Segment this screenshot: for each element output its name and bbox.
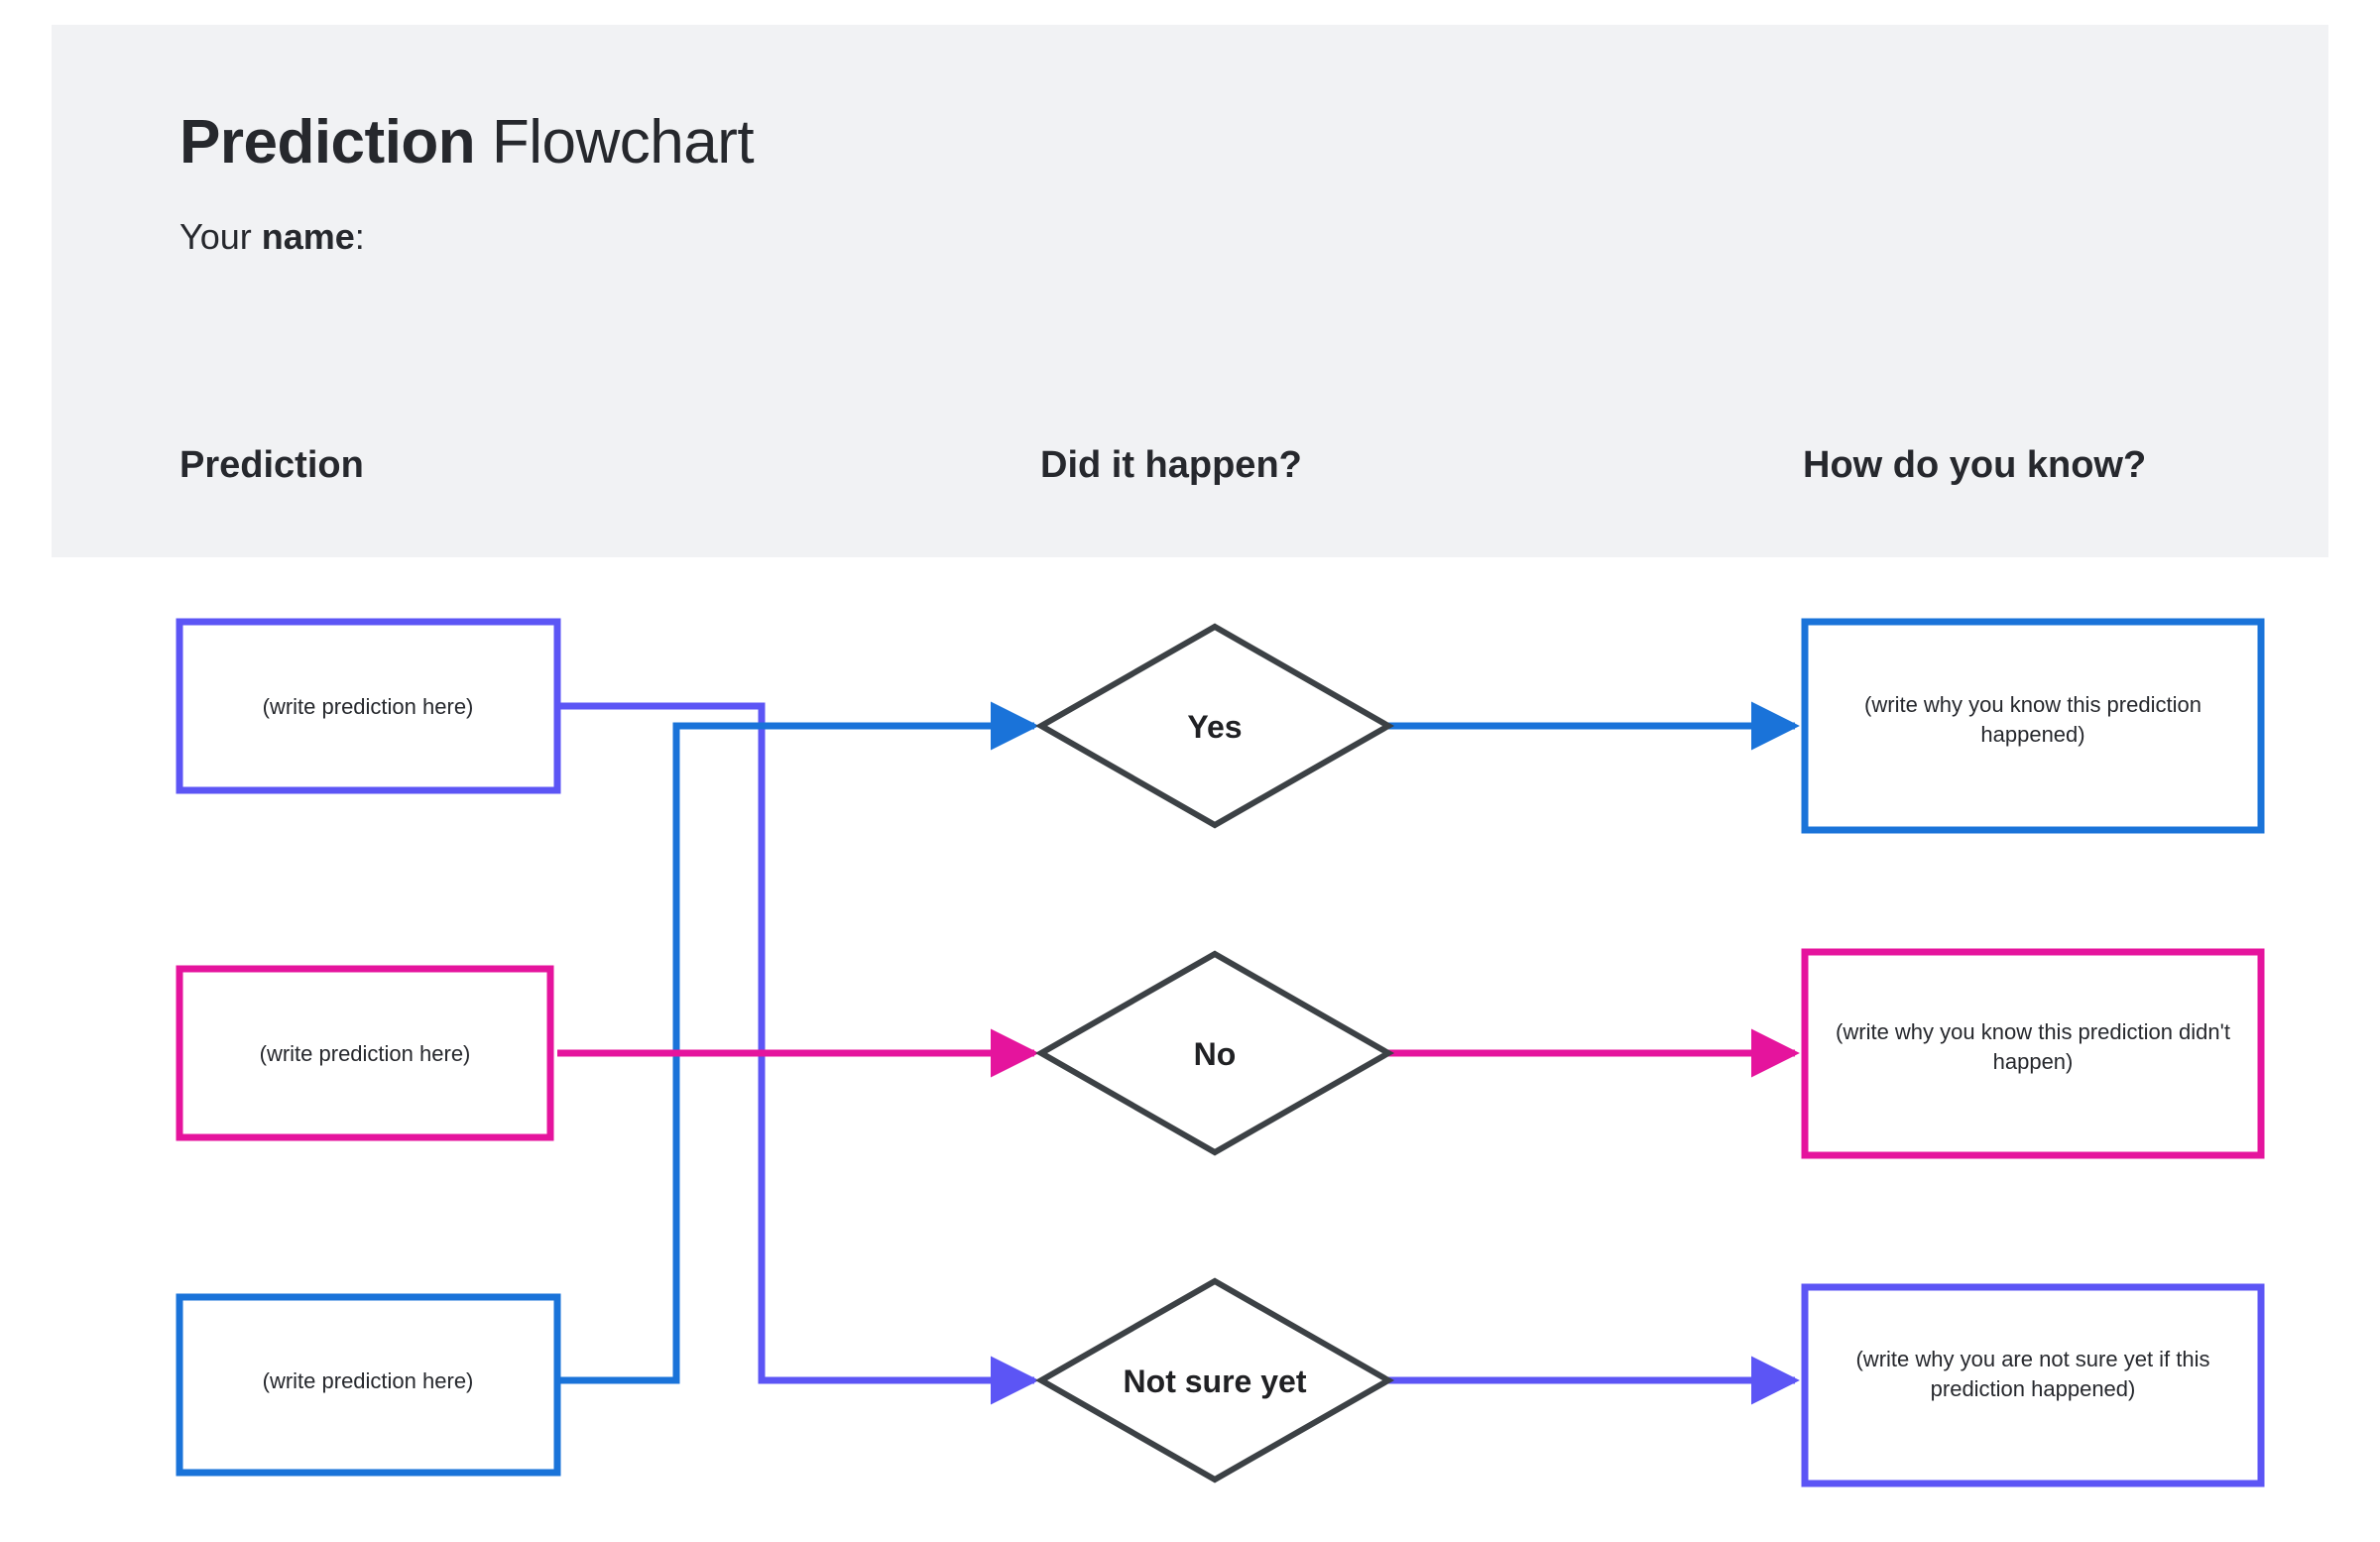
decision-diamond-no-label: No [1194, 1036, 1237, 1072]
evidence-box-happened-label-line1: (write why you know this prediction [1864, 692, 2202, 717]
decision-diamond-yes[interactable]: Yes [1034, 623, 1395, 829]
prediction-box-2-outline[interactable] [176, 965, 554, 1141]
decision-diamond-not-sure-yet-outline[interactable] [1034, 1277, 1395, 1483]
prediction-box-3-label: (write prediction here) [263, 1368, 474, 1393]
prediction-box-2-label: (write prediction here) [260, 1041, 471, 1066]
column-header-prediction: Prediction [179, 444, 364, 486]
evidence-box-didnt-happen-label-line1: (write why you know this prediction didn… [1836, 1019, 2230, 1044]
decision-diamond-not-sure-yet[interactable]: Not sure yet [1034, 1277, 1395, 1483]
prediction-box-3[interactable]: (write prediction here) [176, 1293, 561, 1477]
evidence-box-happened[interactable]: (write why you know this prediction happ… [1801, 618, 2265, 834]
evidence-box-didnt-happen-outline[interactable] [1801, 948, 2265, 1159]
decision-diamond-no-outline[interactable] [1034, 950, 1395, 1156]
prediction-box-2[interactable]: (write prediction here) [176, 965, 554, 1141]
prediction-box-1-label: (write prediction here) [263, 694, 474, 719]
edge-pred1-to-not-sure-yet [557, 702, 1039, 1405]
decision-diamond-yes-outline[interactable] [1034, 623, 1395, 829]
evidence-box-didnt-happen[interactable]: (write why you know this prediction didn… [1801, 948, 2265, 1159]
subtitle-bold: name [261, 216, 355, 257]
prediction-box-3-outline[interactable] [176, 1293, 561, 1477]
decision-diamond-no[interactable]: No [1034, 950, 1395, 1156]
evidence-box-not-sure-label-line2: prediction happened) [1931, 1376, 2136, 1401]
prediction-box-1-outline[interactable] [176, 618, 561, 794]
evidence-box-not-sure-label-line1: (write why you are not sure yet if this [1855, 1347, 2209, 1371]
header-band [52, 25, 2328, 557]
page-title-rest: Flowchart [475, 108, 755, 177]
page-title-bold: Prediction [179, 108, 476, 177]
column-header-how-do-you-know: How do you know? [1803, 444, 2147, 486]
name-field-label: Your name: [179, 216, 365, 258]
evidence-box-happened-label-line2: happened) [1980, 722, 2084, 747]
subtitle-suffix: : [354, 216, 365, 257]
evidence-box-not-sure[interactable]: (write why you are not sure yet if this … [1801, 1283, 2265, 1487]
column-header-did-it-happen: Did it happen? [1040, 444, 1302, 486]
subtitle-prefix: Your [179, 216, 262, 257]
evidence-box-not-sure-outline[interactable] [1801, 1283, 2265, 1487]
prediction-box-1[interactable]: (write prediction here) [176, 618, 561, 794]
evidence-box-didnt-happen-label-line2: happen) [1993, 1049, 2074, 1074]
page-title: Prediction Flowchart [179, 107, 755, 178]
evidence-box-happened-outline[interactable] [1801, 618, 2265, 834]
decision-diamond-not-sure-yet-label: Not sure yet [1124, 1364, 1307, 1399]
decision-diamond-yes-label: Yes [1187, 709, 1242, 745]
